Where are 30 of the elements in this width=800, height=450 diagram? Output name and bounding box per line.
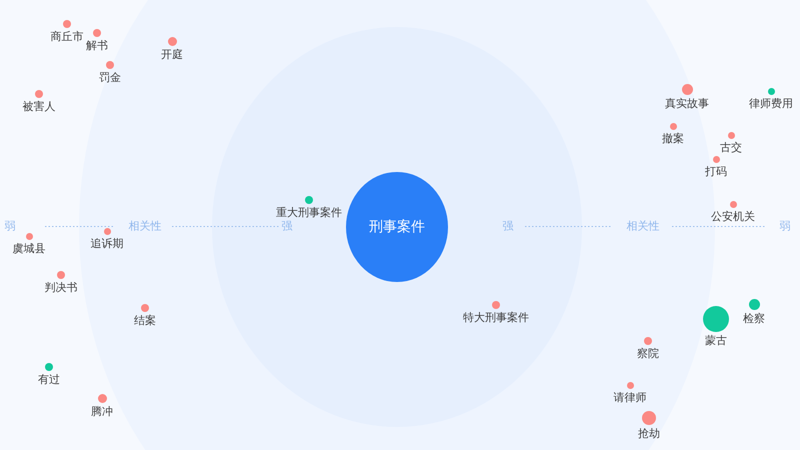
relevance-axis-label: 强 xyxy=(502,220,514,232)
relevance-axis-label: 强 xyxy=(282,220,292,232)
relevance-axis-label: 弱 xyxy=(780,220,790,232)
keyword-label: 公安机关 xyxy=(711,210,755,222)
keyword-label: 判决书 xyxy=(44,281,78,294)
keyword-label: 律师费用 xyxy=(749,96,793,110)
keyword-label: 察院 xyxy=(637,347,659,360)
relevance-axis-label: 相关性 xyxy=(626,220,660,232)
keyword-label: 罚金 xyxy=(99,71,121,84)
keyword-label: 特大刑事案件 xyxy=(463,311,529,324)
keyword-label: 追诉期 xyxy=(90,236,124,250)
keyword-label: 古交 xyxy=(720,140,742,154)
keyword-label: 打码 xyxy=(705,164,727,178)
keyword-label: 商丘市 xyxy=(50,30,84,43)
keyword-label: 检察 xyxy=(743,312,765,324)
keyword-label: 虞城县 xyxy=(12,242,46,254)
relevance-axis-label: 弱 xyxy=(4,220,16,232)
keyword-label: 开庭 xyxy=(161,48,183,60)
keyword-label: 结案 xyxy=(134,314,156,327)
keyword-label: 腾冲 xyxy=(91,404,113,418)
keyword-label: 蒙古 xyxy=(705,334,727,347)
keyword-label: 撤案 xyxy=(662,132,684,144)
keyword-label: 真实故事 xyxy=(665,96,709,110)
keyword-label: 解书 xyxy=(86,39,108,52)
keyword-label: 有过 xyxy=(38,373,60,386)
keyword-label: 请律师 xyxy=(614,390,646,404)
keyword-label: 被害人 xyxy=(22,100,56,113)
keyword-label: 重大刑事案件 xyxy=(276,206,342,219)
relevance-axis-label: 相关性 xyxy=(128,220,162,232)
keyword-label: 抢劫 xyxy=(638,427,660,440)
